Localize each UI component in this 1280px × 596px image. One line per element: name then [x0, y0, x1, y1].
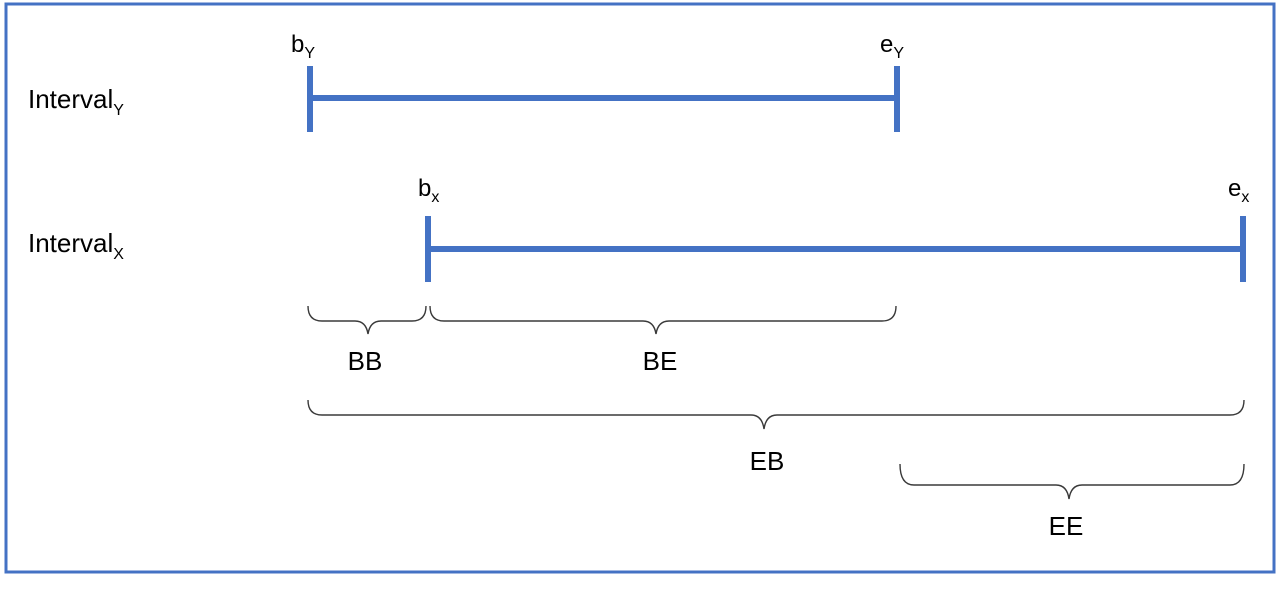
be-label: BE: [643, 346, 678, 376]
relation-ee: EE: [899, 463, 1245, 541]
interval-y-end-label: eY: [880, 31, 904, 62]
interval-y-label: IntervalY: [28, 84, 124, 119]
bb-label: BB: [348, 346, 383, 376]
ee-label: EE: [1049, 511, 1084, 541]
eb-brace: [307, 399, 1245, 430]
be-brace: [429, 305, 897, 335]
relation-be: BE: [429, 305, 897, 376]
ee-brace: [899, 463, 1245, 500]
interval-x: IntervalX bx ex: [28, 175, 1249, 282]
relation-eb: EB: [307, 399, 1245, 476]
eb-label: EB: [750, 446, 785, 476]
interval-x-label: IntervalX: [28, 228, 124, 263]
interval-x-end-label: ex: [1228, 175, 1249, 206]
diagram-frame: [4, 2, 1276, 574]
relation-bb: BB: [307, 305, 427, 376]
interval-x-begin-label: bx: [418, 175, 439, 206]
interval-y: IntervalY bY eY: [28, 31, 904, 132]
bb-brace: [307, 305, 427, 335]
interval-y-begin-label: bY: [291, 31, 315, 62]
